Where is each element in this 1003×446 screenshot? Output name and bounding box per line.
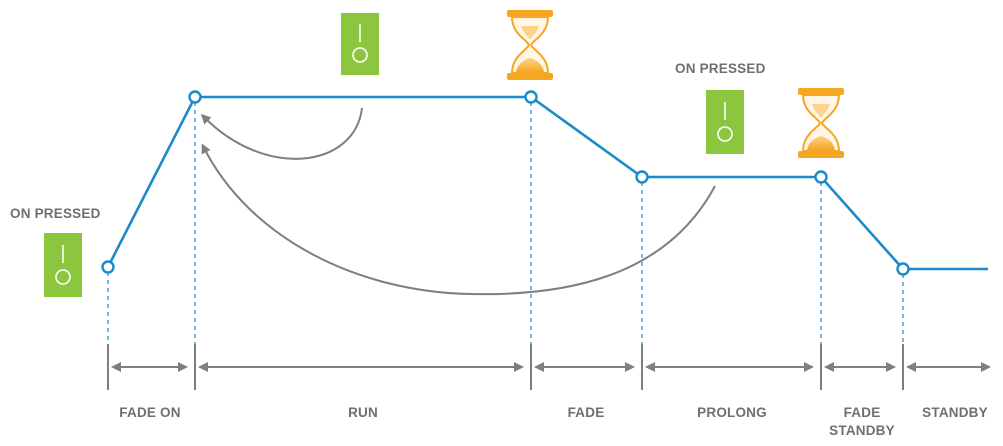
phase-label-fade-standby-line2: STANDBY (829, 423, 895, 438)
return-arrow-long (201, 143, 716, 296)
switch-icon-start (44, 233, 82, 297)
return-arrows (200, 107, 716, 296)
phase-label-fade-on: FADE ON (119, 405, 180, 420)
on-pressed-label-right: ON PRESSED (675, 61, 766, 76)
phase-label-run: RUN (348, 405, 378, 420)
phase-dividers (107, 344, 904, 390)
node-start (101, 260, 115, 274)
hourglass-icon-prolong-end (798, 88, 844, 158)
phase-label-standby: STANDBY (922, 405, 988, 420)
light-level-line (106, 95, 988, 271)
node-run-start (188, 90, 202, 104)
level-nodes (101, 90, 910, 276)
node-prolong-end (814, 170, 828, 184)
switch-icon-prolong (706, 90, 744, 154)
hourglass-icon-run-end (507, 10, 553, 80)
phase-label-fade-standby-line1: FADE (844, 405, 881, 420)
return-arrow-short (200, 107, 363, 160)
node-run-end (524, 90, 538, 104)
guide-lines (107, 102, 904, 344)
switch-icon-run (341, 13, 379, 75)
on-pressed-label-left: ON PRESSED (10, 206, 101, 221)
phase-label-prolong: PROLONG (697, 405, 767, 420)
node-prolong-start (635, 170, 649, 184)
phase-label-fade: FADE (568, 405, 605, 420)
node-standby (896, 262, 910, 276)
